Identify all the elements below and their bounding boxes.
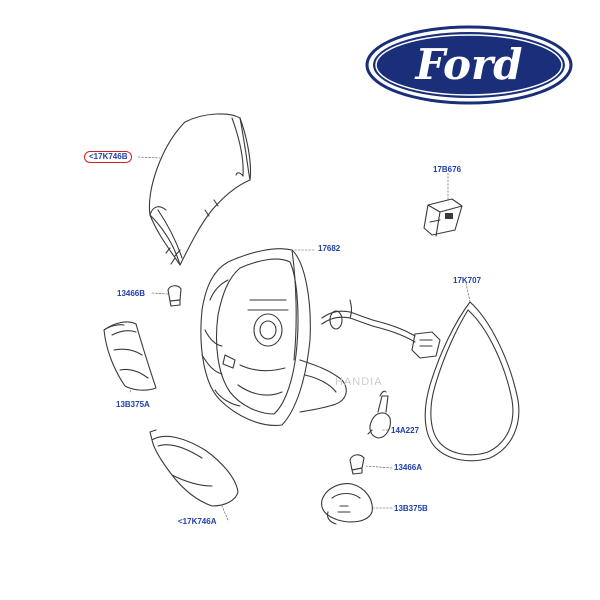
socket-14a227 — [367, 390, 391, 439]
part-label-17k746a[interactable]: <17K746A — [178, 517, 217, 526]
mirror-housing-17682 — [200, 248, 347, 426]
lamp-13b375b — [321, 483, 373, 525]
watermark: HANDIA — [335, 376, 383, 388]
part-label-17k707[interactable]: 17K707 — [453, 276, 482, 285]
part-label-13b375b[interactable]: 13B375B — [394, 504, 428, 513]
bulb-13466a — [349, 454, 365, 475]
part-label-13b375a[interactable]: 13B375A — [116, 400, 150, 409]
lower-cover-17k746a — [149, 429, 239, 507]
ford-logo: Ford — [365, 25, 573, 105]
upper-cover-17k746b — [148, 113, 252, 266]
part-label-17682[interactable]: 17682 — [318, 244, 341, 253]
mirror-glass-17k707 — [424, 301, 520, 462]
part-label-13466b[interactable]: 13466B — [117, 289, 146, 298]
wiring-harness — [321, 299, 441, 359]
bulb-13466b — [167, 285, 182, 307]
leader-lines — [129, 156, 471, 521]
part-label-13466a[interactable]: 13466A — [394, 463, 423, 472]
part-label-14a227[interactable]: 14A227 — [391, 426, 420, 435]
part-label-17b676[interactable]: 17B676 — [433, 165, 462, 174]
part-label-17k746b[interactable]: <17K746B — [84, 151, 133, 163]
ford-logo-text: Ford — [414, 40, 522, 89]
connector-17b676 — [423, 198, 463, 237]
side-lamp-13b375a — [103, 321, 157, 391]
